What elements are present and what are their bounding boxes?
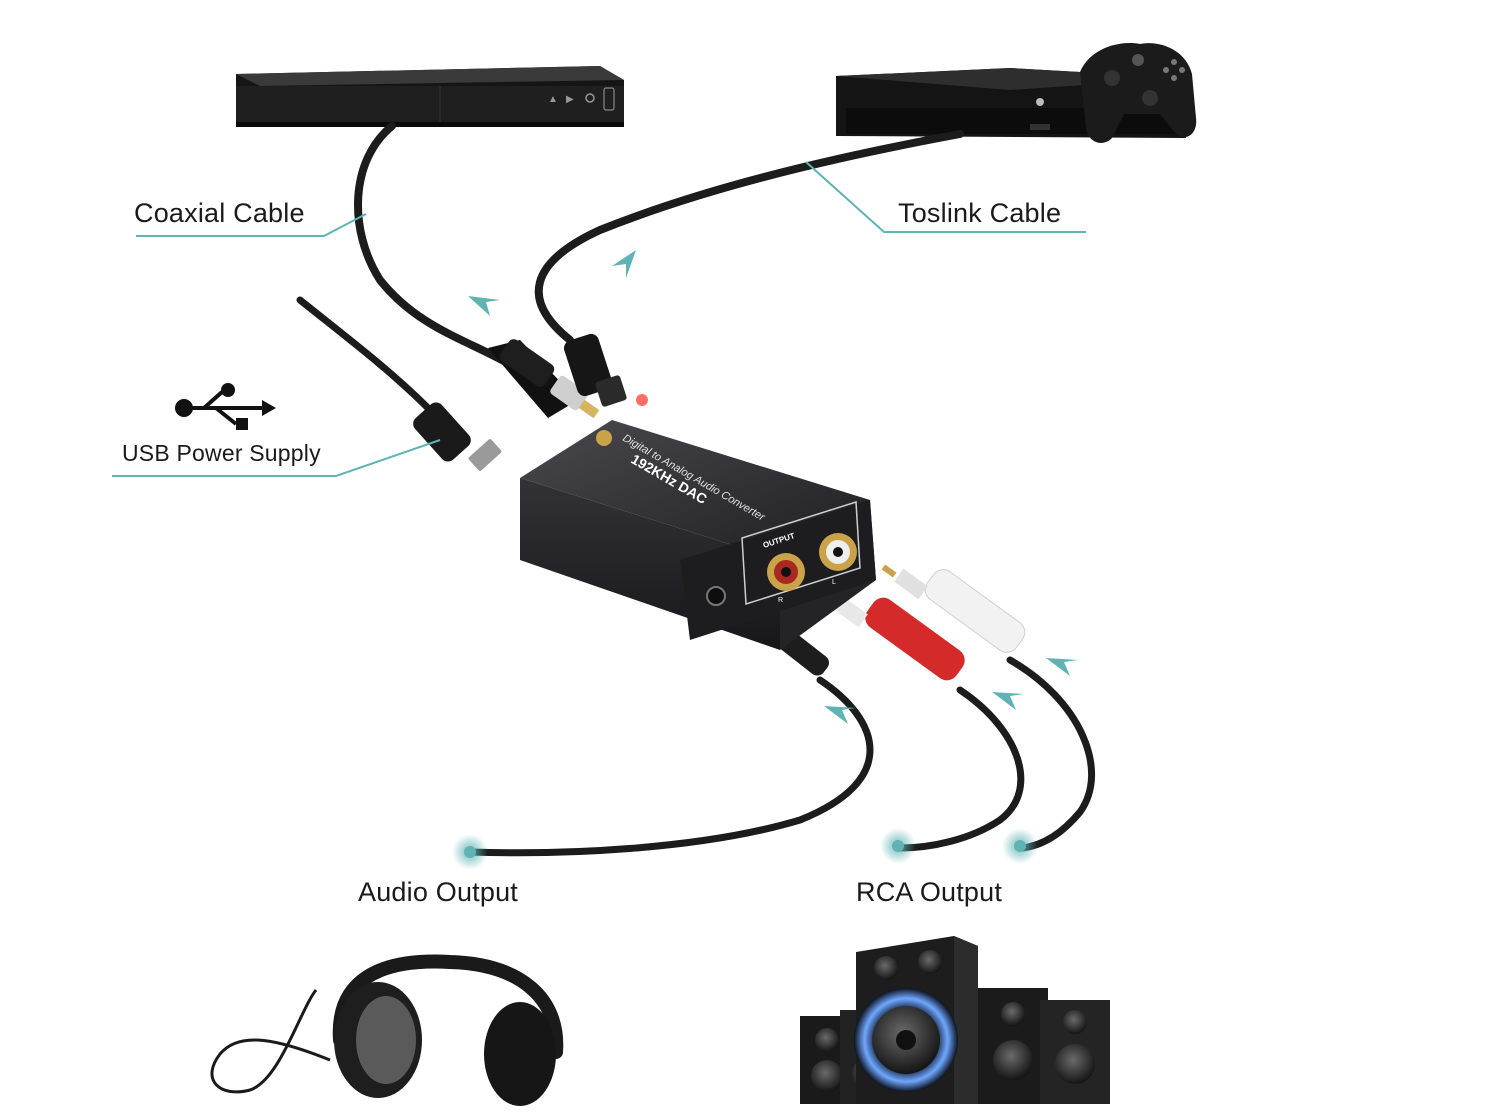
arrow-icon [824, 706, 856, 724]
usb-power-supply-label: USB Power Supply [122, 440, 321, 466]
aux-cable [466, 623, 874, 857]
dac-converter: Techole Digital to Analog Audio Converte… [520, 409, 876, 650]
audio-output-label: Audio Output [358, 877, 519, 907]
coaxial-cable [354, 122, 600, 419]
arrow-icon [612, 250, 636, 278]
speaker-system-icon [800, 936, 1110, 1104]
toslink-cable [534, 130, 964, 407]
usb-cable [296, 296, 502, 471]
toslink-cable-label: Toslink Cable [898, 198, 1062, 228]
arrow-icon [468, 296, 500, 316]
rca-output-label: RCA Output [856, 877, 1003, 907]
device-left-label: L [832, 579, 836, 586]
arrow-icon [1046, 658, 1078, 676]
flow-arrows [468, 250, 1078, 724]
dvd-player-icon: ▲ ▶ [236, 66, 624, 127]
arrow-icon [992, 692, 1024, 710]
coaxial-cable-label: Coaxial Cable [134, 198, 305, 228]
game-controller-icon [1080, 43, 1197, 143]
headphone-jack [706, 586, 726, 606]
rca-jack-right [767, 553, 805, 591]
rca-jack-left [819, 533, 857, 571]
device-right-label: R [778, 597, 783, 604]
svg-text:▶: ▶ [566, 94, 574, 105]
svg-text:▲: ▲ [548, 94, 558, 105]
leader-lines [112, 161, 1086, 477]
headphones-icon [210, 954, 564, 1106]
rca-cable-white [881, 564, 1096, 852]
output-endpoints [452, 828, 1038, 870]
usb-icon [175, 383, 276, 430]
